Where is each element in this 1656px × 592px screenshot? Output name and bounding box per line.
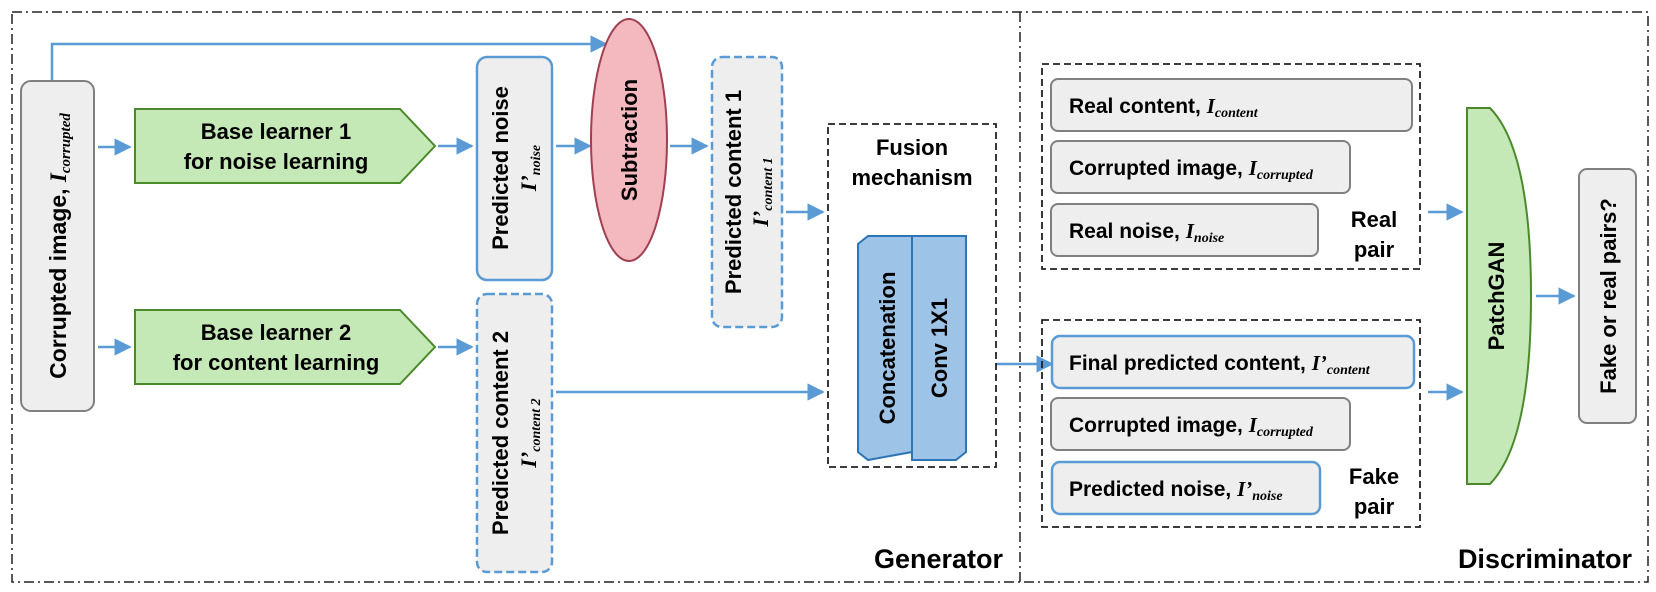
svg-text:Final predicted content, I’con: Final predicted content, I’content <box>1069 351 1371 378</box>
concatenation-block: Concatenation <box>857 235 913 462</box>
predicted-noise-item: Predicted noise, I’noise <box>1050 460 1322 516</box>
base-learner-1-line2: for noise learning <box>184 149 369 174</box>
output-label: Fake or real pairs? <box>1596 198 1621 394</box>
predicted-content-1-label: Predicted content 1 <box>721 90 746 294</box>
fusion-mechanism: Fusion mechanism Concatenation Conv 1X1 <box>827 123 997 468</box>
svg-text:Real content, Icontent: Real content, Icontent <box>1069 94 1259 121</box>
real-corrupted-item: Corrupted image, Icorrupted <box>1050 140 1351 194</box>
corrupted-image-input-label: Corrupted image, Icorrupted <box>45 113 74 379</box>
patchgan-label: PatchGAN <box>1484 242 1509 351</box>
discriminator-label: Discriminator <box>1458 544 1633 574</box>
generator-label: Generator <box>874 544 1004 574</box>
predicted-content-1-node: Predicted content 1 I’content 1 <box>710 55 784 329</box>
real-pair-label-line2: pair <box>1354 237 1395 262</box>
subtraction-label: Subtraction <box>617 79 642 201</box>
predicted-noise-label: Predicted noise <box>488 86 513 250</box>
concatenation-label: Concatenation <box>875 272 900 425</box>
output-node: Fake or real pairs? <box>1578 168 1637 424</box>
real-pair-label-line1: Real <box>1351 207 1397 232</box>
predicted-content-2-node: Predicted content 2 I’content 2 <box>475 292 554 574</box>
fake-pair: Final predicted content, I’content Corru… <box>1041 319 1421 528</box>
outer-frame <box>11 11 1649 583</box>
base-learner-2: Base learner 2 for content learning <box>134 309 437 385</box>
arrows <box>50 35 1576 401</box>
real-content-item: Real content, Icontent <box>1050 78 1413 132</box>
fusion-title-line2: mechanism <box>851 165 972 190</box>
conv-block: Conv 1X1 <box>911 235 967 461</box>
fake-pair-label-line1: Fake <box>1349 464 1399 489</box>
arrow-skip-to-subtraction <box>50 35 608 81</box>
svg-text:Corrupted image, Icorrupted: Corrupted image, Icorrupted <box>1069 156 1314 183</box>
section-frames <box>11 11 1649 583</box>
fake-corrupted-item: Corrupted image, Icorrupted <box>1050 397 1351 451</box>
predicted-noise-symbol: I’noise <box>516 145 544 192</box>
real-noise-item: Real noise, Inoise <box>1050 203 1319 257</box>
predicted-content-2-label: Predicted content 2 <box>488 331 513 535</box>
predicted-content-2-symbol: I’content 2 <box>516 398 544 468</box>
base-learner-1: Base learner 1 for noise learning <box>134 108 437 184</box>
final-predicted-content-item: Final predicted content, I’content <box>1050 334 1416 390</box>
predicted-content-1-symbol: I’content 1 <box>748 157 776 227</box>
svg-text:Predicted noise, I’noise: Predicted noise, I’noise <box>1069 477 1283 504</box>
svg-text:Real noise, Inoise: Real noise, Inoise <box>1069 219 1224 246</box>
real-pair: Real content, Icontent Corrupted image, … <box>1041 63 1421 270</box>
conv-label: Conv 1X1 <box>927 298 952 398</box>
base-learner-1-line1: Base learner 1 <box>201 119 351 144</box>
patchgan-node: PatchGAN <box>1466 107 1533 485</box>
predicted-noise-node: Predicted noise I’noise <box>475 55 554 282</box>
base-learner-2-line1: Base learner 2 <box>201 320 351 345</box>
base-learner-2-line2: for content learning <box>173 350 380 375</box>
fake-pair-label-line2: pair <box>1354 494 1395 519</box>
fusion-title-line1: Fusion <box>876 135 948 160</box>
svg-text:Corrupted image, Icorrupted: Corrupted image, Icorrupted <box>1069 413 1314 440</box>
corrupted-image-input: Corrupted image, Icorrupted <box>20 80 95 412</box>
subtraction-node: Subtraction <box>590 18 668 262</box>
